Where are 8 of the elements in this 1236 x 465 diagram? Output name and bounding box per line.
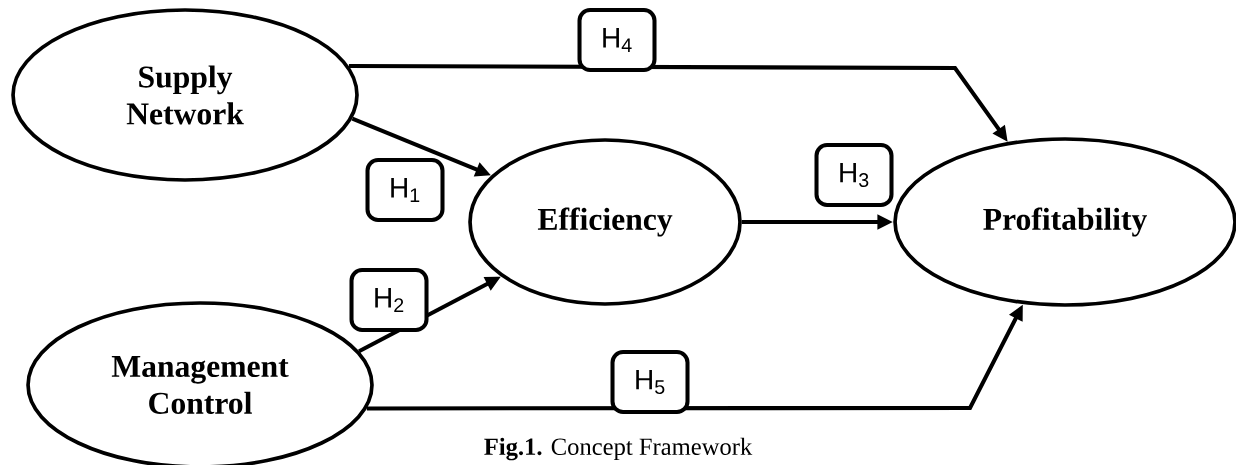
edge-label: H$_{4}$ <box>577 8 657 72</box>
ellipse-node: Efficiency <box>468 138 742 306</box>
edge-label: H$_{3}$ <box>814 143 894 207</box>
caption: Fig.1. Concept Framework <box>484 437 753 461</box>
edge-label: H$_{1}$ <box>365 158 445 222</box>
ellipse-node: Supply Network <box>11 8 359 182</box>
edge-label: H$_{2}$ <box>349 268 429 332</box>
edge-label: H$_{5}$ <box>610 350 690 414</box>
